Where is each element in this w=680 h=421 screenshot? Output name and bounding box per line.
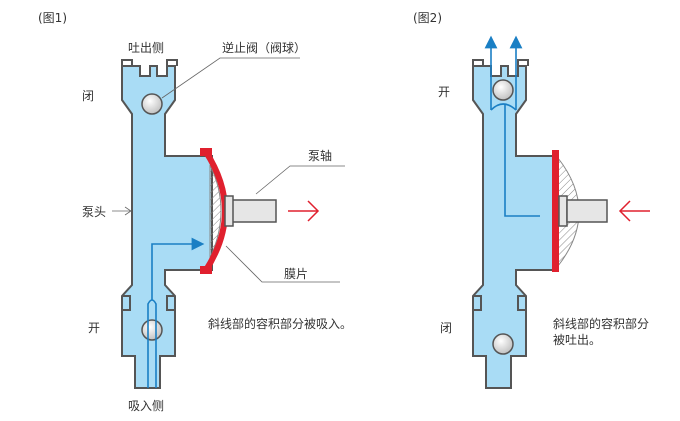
- label-open: 开: [438, 85, 450, 99]
- ball-icon: [141, 93, 163, 115]
- leader-lines: [112, 57, 345, 283]
- figure-2: (图2) 开: [413, 11, 650, 389]
- pump-shaft: [566, 199, 608, 223]
- inlet-fitting: [473, 295, 526, 311]
- shaft-connector: [224, 195, 234, 227]
- inlet-fitting: [122, 295, 175, 311]
- shaft-connector: [558, 195, 568, 227]
- diaphragm: [552, 150, 559, 272]
- motion-arrow-icon: [618, 200, 650, 222]
- motion-arrow-icon: [288, 200, 320, 222]
- pump-shaft: [229, 199, 277, 223]
- ball-icon: [492, 79, 514, 101]
- diaphragm-clamp-top: [200, 148, 212, 156]
- label-diaphragm: 膜片: [284, 267, 308, 281]
- figure-1: (图1): [38, 11, 352, 413]
- outlet-fitting: [121, 59, 178, 66]
- ball-icon: [492, 333, 514, 355]
- label-closed: 闭: [440, 321, 452, 335]
- pump-head-body: [121, 65, 213, 389]
- note-discharge-line-1: 斜线部的容积部分: [553, 316, 649, 331]
- outlet-fitting: [472, 59, 529, 66]
- label-pump-head: 泵头: [82, 205, 106, 219]
- figure-2-caption: (图2): [413, 11, 442, 25]
- note-discharge-line-2: 被吐出。: [553, 333, 601, 347]
- pump-head-body: [472, 65, 557, 389]
- label-open: 开: [88, 321, 100, 335]
- flow-arrow-icon: [484, 35, 540, 217]
- label-pump-shaft: 泵轴: [308, 148, 332, 163]
- label-check-valve: 逆止阀（阀球）: [222, 40, 306, 55]
- ball-icon: [141, 319, 163, 341]
- note-suction: 斜线部的容积部分被吸入。: [208, 316, 352, 331]
- leader-arrow-icon: [124, 206, 132, 216]
- label-outlet-side: 吐出侧: [128, 41, 164, 55]
- label-closed: 闭: [82, 89, 94, 103]
- figure-1-caption: (图1): [38, 11, 67, 25]
- diaphragm-clamp-bottom: [200, 266, 212, 274]
- label-inlet-side: 吸入侧: [128, 399, 164, 413]
- flow-arrow-icon: [147, 237, 205, 388]
